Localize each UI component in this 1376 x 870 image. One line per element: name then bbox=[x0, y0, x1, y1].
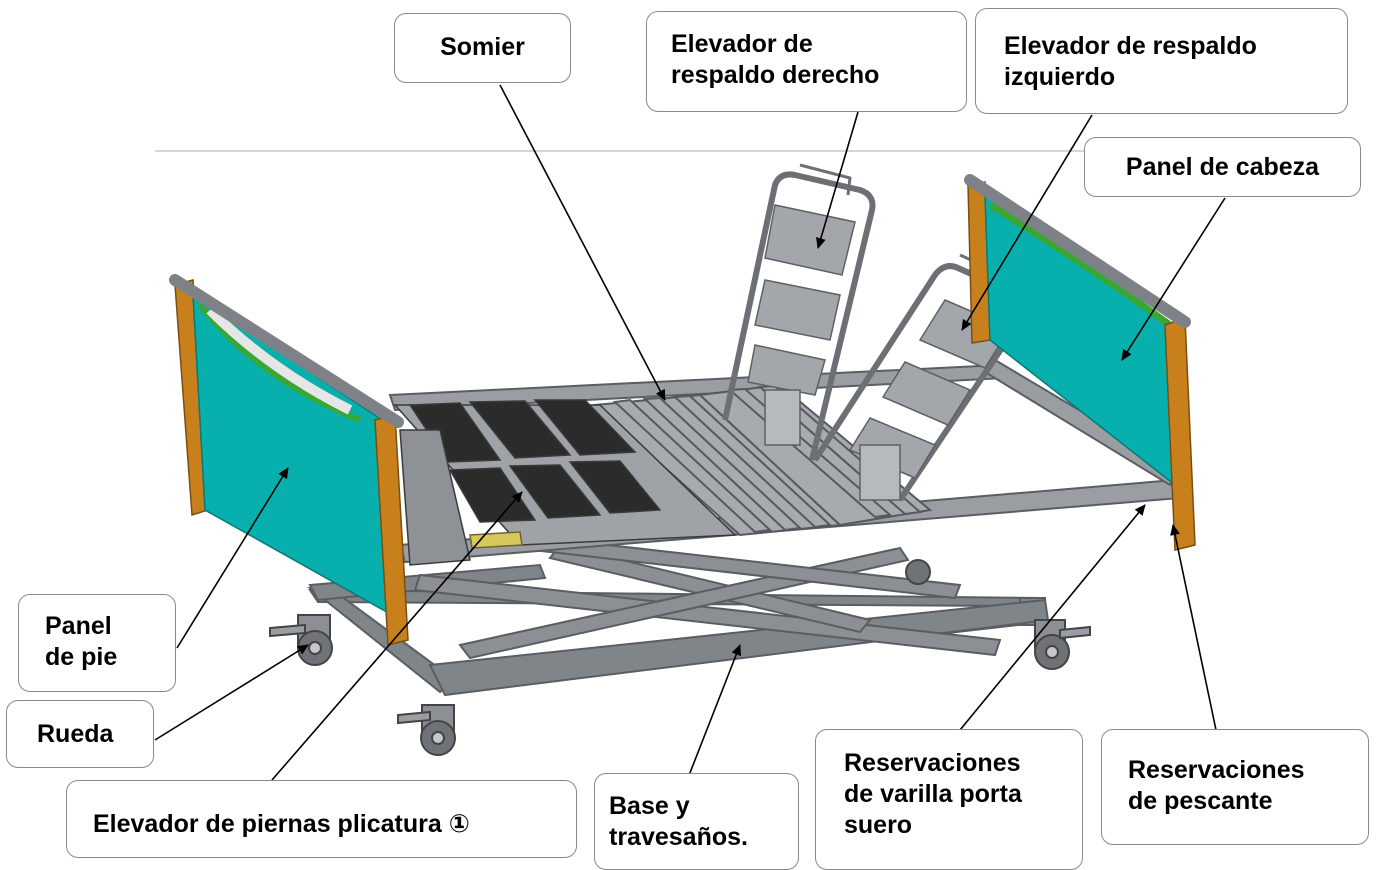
label-pescante-reservations-text: Reservaciones de pescante bbox=[1128, 756, 1305, 815]
leg-actuator bbox=[469, 531, 523, 549]
right-backrest-panels bbox=[747, 204, 856, 396]
label-wheel: Rueda bbox=[6, 700, 154, 768]
leader-foot-panel bbox=[176, 467, 289, 649]
leader-varilla bbox=[959, 504, 1146, 731]
label-right-backrest-lifter: Elevador de respaldo derecho bbox=[646, 11, 967, 112]
left-backrest-motor bbox=[859, 444, 901, 501]
label-somier: Somier bbox=[394, 13, 571, 83]
leader-leg-lifter bbox=[271, 491, 523, 781]
casters bbox=[269, 559, 1091, 756]
leader-base bbox=[685, 644, 742, 784]
leader-somier bbox=[499, 84, 666, 401]
label-pescante-reservations: Reservaciones de pescante bbox=[1101, 729, 1369, 845]
label-leg-lifter-text: Elevador de piernas plicatura ① bbox=[93, 810, 470, 838]
label-right-backrest-lifter-text: Elevador de respaldo derecho bbox=[671, 30, 880, 89]
scissor-lift bbox=[413, 533, 1002, 660]
label-foot-panel-text: Panel de pie bbox=[45, 612, 118, 671]
label-head-panel: Panel de cabeza bbox=[1084, 137, 1361, 197]
label-varilla-reservations-text: Reservaciones de varilla porta suero bbox=[844, 749, 1022, 839]
label-leg-lifter: Elevador de piernas plicatura ① bbox=[66, 780, 577, 858]
label-wheel-text: Rueda bbox=[37, 720, 114, 748]
leader-head-panel bbox=[1121, 197, 1226, 361]
label-left-backrest-lifter: Elevador de respaldo izquierdo bbox=[975, 8, 1348, 114]
label-base: Base y travesaños. bbox=[594, 773, 799, 870]
leader-pescante bbox=[1170, 524, 1217, 731]
leader-right-backrest bbox=[816, 111, 859, 249]
leader-wheel bbox=[154, 644, 309, 741]
foot-panel bbox=[169, 274, 409, 646]
head-panel bbox=[964, 174, 1196, 551]
label-head-panel-text: Panel de cabeza bbox=[1125, 153, 1320, 181]
label-somier-text: Somier bbox=[440, 33, 525, 61]
right-backrest-lifter bbox=[722, 163, 876, 461]
leg-section bbox=[393, 399, 737, 566]
label-foot-panel: Panel de pie bbox=[18, 594, 176, 692]
leader-left-backrest bbox=[961, 114, 1093, 331]
label-varilla-reservations: Reservaciones de varilla porta suero bbox=[815, 729, 1083, 870]
label-base-text: Base y travesaños. bbox=[609, 792, 748, 851]
label-left-backrest-lifter-text: Elevador de respaldo izquierdo bbox=[1004, 32, 1257, 91]
right-backrest-motor bbox=[764, 389, 801, 446]
leader-lines bbox=[154, 84, 1226, 784]
